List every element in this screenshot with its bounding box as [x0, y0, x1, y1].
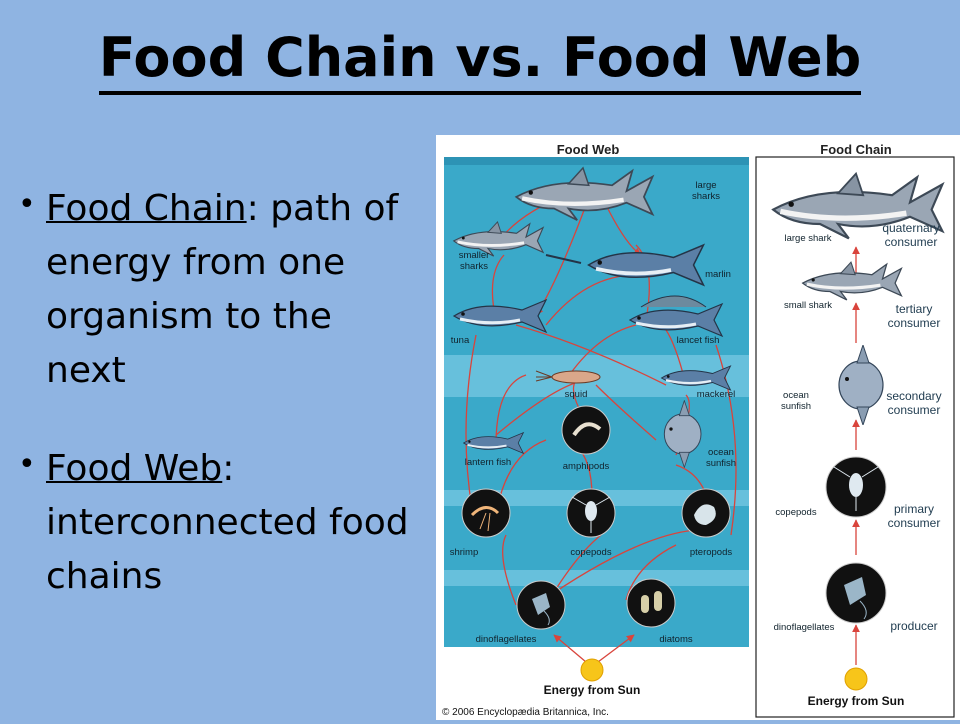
bullet-food-chain: •Food Chain: path of energy from one org…	[18, 182, 418, 398]
definition-food-chain: path of energy from one organism to the …	[46, 188, 399, 391]
squid-icon	[535, 370, 601, 384]
label-lantern-fish: lantern fish	[465, 457, 511, 468]
copyright: © 2006 Encyclopædia Britannica, Inc.	[442, 707, 609, 718]
role-tertiary-2: consumer	[888, 316, 941, 330]
label-large-sharks-1: large	[695, 180, 716, 191]
dinoflagellates-icon	[825, 562, 887, 624]
bullet-food-web: •Food Web: interconnected food chains	[18, 442, 418, 604]
label-tuna: tuna	[451, 335, 470, 346]
role-primary-1: primary	[894, 502, 934, 516]
label-pteropods: pteropods	[690, 547, 733, 558]
sun-icon	[580, 658, 604, 682]
shark-icon	[801, 260, 904, 302]
label-ocean-sunfish-2: sunfish	[706, 458, 736, 469]
label-smaller-sharks-2: sharks	[460, 261, 488, 272]
food-web-title: Food Web	[557, 142, 620, 157]
chain-panel	[755, 156, 955, 718]
food-chain-title: Food Chain	[820, 142, 892, 157]
chain-label-large-shark: large shark	[785, 233, 832, 244]
label-smaller-sharks-1: smaller	[459, 250, 490, 261]
shrimp-icon	[461, 488, 511, 538]
label-diatoms: diatoms	[659, 634, 693, 645]
label-lancet-fish: lancet fish	[677, 335, 720, 346]
role-quaternary-1: quaternary	[882, 221, 939, 235]
marlin-icon	[545, 243, 706, 287]
chain-label-ocean-sunfish-1: ocean	[783, 390, 809, 401]
chain-label-small-shark: small shark	[784, 300, 832, 311]
label-shrimp: shrimp	[450, 547, 479, 558]
bullet-dot-icon: •	[18, 187, 36, 222]
role-secondary-1: secondary	[886, 389, 941, 403]
pteropods-icon	[681, 488, 731, 538]
label-large-sharks-2: sharks	[692, 191, 720, 202]
sun-icon	[844, 667, 868, 691]
label-dinoflagellates: dinoflagellates	[476, 634, 537, 645]
chain-label-ocean-sunfish-2: sunfish	[781, 401, 811, 412]
label-amphipods: amphipods	[563, 461, 610, 472]
diatoms-icon	[626, 578, 676, 628]
term-food-chain: Food Chain	[46, 188, 247, 229]
chain-label-copepods: copepods	[775, 507, 816, 518]
dinoflagellates-icon	[516, 580, 566, 630]
role-primary-2: consumer	[888, 516, 941, 530]
role-tertiary-1: tertiary	[896, 302, 933, 316]
definition-food-web: interconnected food chains	[46, 502, 409, 597]
food-web-chain-figure: Food Web	[436, 135, 960, 720]
role-quaternary-2: consumer	[885, 235, 938, 249]
label-marlin: marlin	[705, 269, 731, 280]
lancet-fish-icon	[628, 295, 724, 338]
copepods-icon	[825, 456, 887, 518]
term-food-web: Food Web	[46, 448, 223, 489]
label-ocean-sunfish-1: ocean	[708, 447, 734, 458]
role-producer: producer	[890, 619, 937, 633]
sunfish-icon	[838, 345, 884, 425]
bullet-dot-icon: •	[18, 447, 36, 482]
role-secondary-2: consumer	[888, 403, 941, 417]
label-squid: squid	[565, 389, 588, 400]
slide-title: Food Chain vs. Food Web	[0, 26, 960, 95]
web-energy-label: Energy from Sun	[544, 683, 641, 697]
chain-label-dinoflagellates: dinoflagellates	[774, 622, 835, 633]
label-copepods: copepods	[570, 547, 611, 558]
bullet-list: •Food Chain: path of energy from one org…	[18, 182, 418, 648]
copepods-icon	[566, 488, 616, 538]
amphipods-icon	[561, 405, 611, 455]
figure-svg: Food Web	[442, 142, 955, 718]
chain-energy-label: Energy from Sun	[808, 694, 905, 708]
label-mackerel: mackerel	[697, 389, 736, 400]
